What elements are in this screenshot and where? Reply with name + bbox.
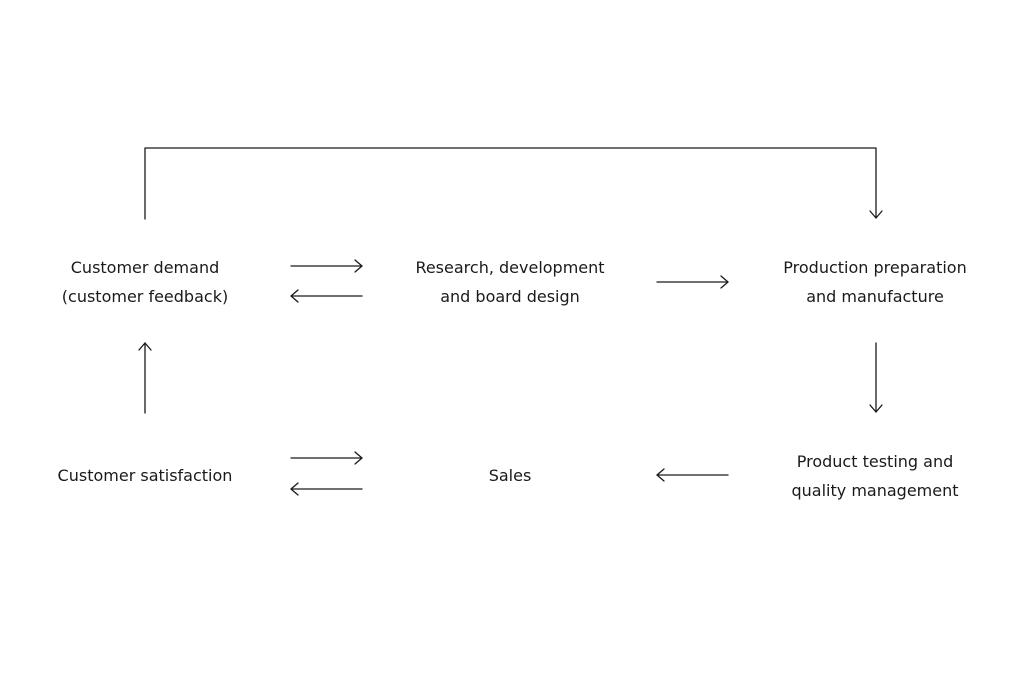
- node-research: Research, development and board design: [400, 253, 620, 311]
- node-testing-line2: quality management: [791, 481, 959, 500]
- node-testing-line1: Product testing and: [796, 452, 954, 471]
- arrowhead-sales-to-satisfaction: [290, 482, 299, 496]
- node-customer-satisfaction: Customer satisfaction: [34, 461, 256, 490]
- arrowhead-demand-to-research: [354, 259, 363, 273]
- node-sales: Sales: [450, 461, 570, 490]
- node-research-line2: and board design: [440, 287, 580, 306]
- node-customer-demand: Customer demand (customer feedback): [44, 253, 246, 311]
- loop-arrowhead-production: [869, 210, 883, 219]
- arrowhead-satisfaction-to-sales: [354, 451, 363, 465]
- node-production: Production preparation and manufacture: [764, 253, 986, 311]
- node-customer-satisfaction-line1: Customer satisfaction: [57, 466, 233, 485]
- node-sales-line1: Sales: [488, 466, 532, 485]
- node-production-line2: and manufacture: [806, 287, 944, 306]
- arrowhead-production-to-testing: [869, 404, 883, 413]
- node-research-line1: Research, development: [415, 258, 605, 277]
- loop-connector-demand-to-production: [144, 147, 877, 220]
- node-customer-demand-line1: Customer demand: [70, 258, 220, 277]
- arrowhead-testing-to-sales: [656, 468, 665, 482]
- node-testing: Product testing and quality management: [764, 447, 986, 505]
- arrowhead-research-to-demand: [290, 289, 299, 303]
- node-customer-demand-line2: (customer feedback): [61, 287, 229, 306]
- arrowhead-satisfaction-to-demand: [138, 342, 152, 351]
- arrowhead-research-to-production: [720, 275, 729, 289]
- node-production-line1: Production preparation: [783, 258, 967, 277]
